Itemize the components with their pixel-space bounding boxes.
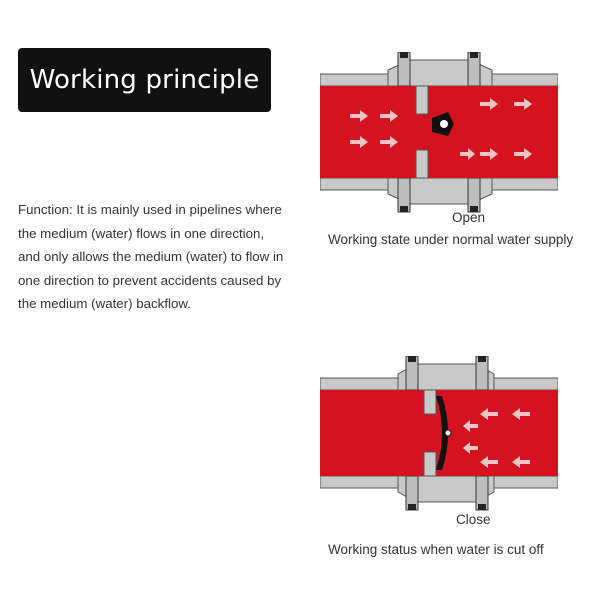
close-state-label: Close bbox=[456, 512, 491, 527]
function-line: one direction to prevent accidents cause… bbox=[18, 272, 282, 288]
valve-seat-top bbox=[423, 389, 437, 415]
valve-seat-top bbox=[415, 85, 429, 115]
valve-disc-closed bbox=[436, 396, 448, 470]
title-banner: Working principle bbox=[18, 48, 271, 112]
open-state-caption: Working state under normal water supply bbox=[328, 232, 574, 247]
valve-seat-bottom bbox=[415, 149, 429, 179]
open-valve-diagram bbox=[320, 52, 558, 214]
page-title: Working principle bbox=[29, 65, 260, 95]
function-line: the medium (water) flows in one directio… bbox=[18, 225, 265, 241]
flow-arrows-right bbox=[350, 98, 532, 160]
function-description: Function: It is mainly used in pipelines… bbox=[18, 198, 308, 316]
close-state-caption: Working status when water is cut off bbox=[328, 542, 544, 557]
function-line: the medium (water) backflow. bbox=[18, 296, 191, 311]
function-line: Function: It is mainly used in pipelines… bbox=[18, 202, 282, 217]
closed-valve-diagram bbox=[320, 356, 558, 512]
valve-seat-bottom bbox=[423, 451, 437, 477]
flow-arrows-left bbox=[463, 408, 530, 468]
open-state-label: Open bbox=[452, 210, 486, 225]
function-line: and only allows the medium (water) to fl… bbox=[18, 249, 284, 264]
